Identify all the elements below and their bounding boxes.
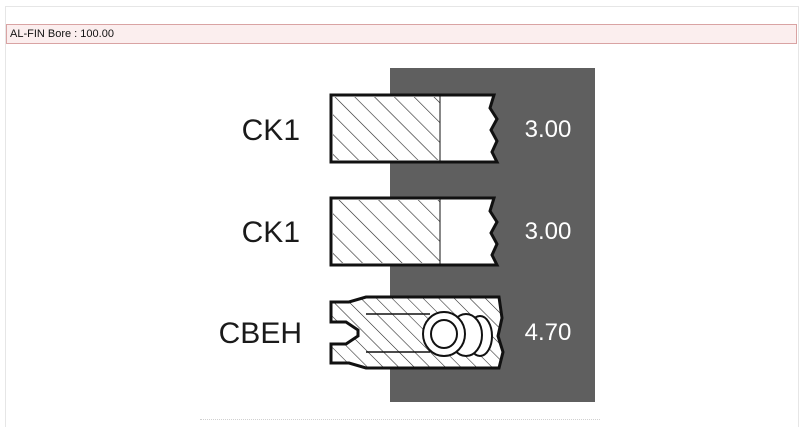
ring-1: CK1 3.00 — [242, 93, 572, 164]
ring-3-label: CBEH — [219, 317, 302, 350]
ring-3: CBEH 4.70 — [219, 295, 572, 370]
bottom-rule — [200, 419, 600, 420]
ring-2-label: CK1 — [242, 216, 300, 249]
ring-1-value: 3.00 — [525, 116, 572, 143]
ring-1-label: CK1 — [242, 114, 300, 147]
ring-3-expander-spring — [422, 311, 493, 357]
bore-title: AL-FIN Bore : 100.00 — [10, 28, 114, 40]
page-frame — [5, 6, 799, 427]
ring-3-value: 4.70 — [525, 319, 572, 346]
bore-header: AL-FIN Bore : 100.00 — [6, 24, 797, 44]
ring-1-hatch — [333, 97, 440, 160]
ring-2: CK1 3.00 — [242, 196, 572, 267]
ring-2-value: 3.00 — [525, 218, 572, 245]
ring-2-hatch — [333, 200, 440, 263]
